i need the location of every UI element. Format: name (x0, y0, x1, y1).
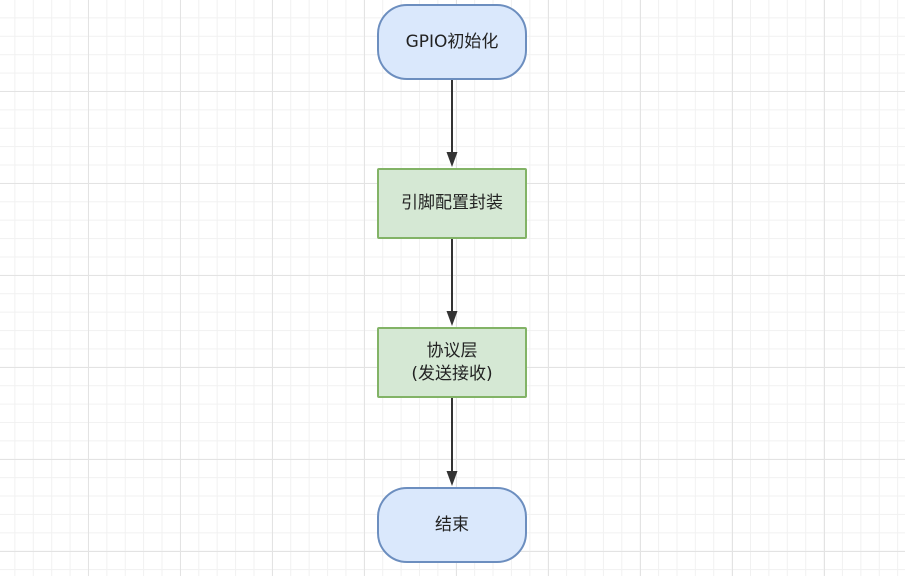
arrowhead-icon (446, 152, 458, 167)
node-label: GPIO初始化 (405, 31, 499, 52)
edge-n2-n3 (446, 238, 458, 326)
edge-n1-n2 (446, 79, 458, 167)
edge-n3-n4 (446, 397, 458, 486)
node-label-line-1: 协议层 (426, 340, 478, 361)
node-end[interactable]: 结束 (377, 487, 527, 563)
node-gpio-init[interactable]: GPIO初始化 (377, 4, 527, 80)
node-pin-config[interactable]: 引脚配置封装 (377, 168, 527, 239)
arrowhead-icon (446, 471, 458, 486)
node-protocol-layer[interactable]: 协议层 (发送接收) (377, 327, 527, 398)
node-label-line-2: (发送接收) (411, 363, 493, 384)
node-label: 引脚配置封装 (401, 193, 503, 213)
node-label: 结束 (435, 514, 469, 535)
arrowhead-icon (446, 311, 458, 326)
